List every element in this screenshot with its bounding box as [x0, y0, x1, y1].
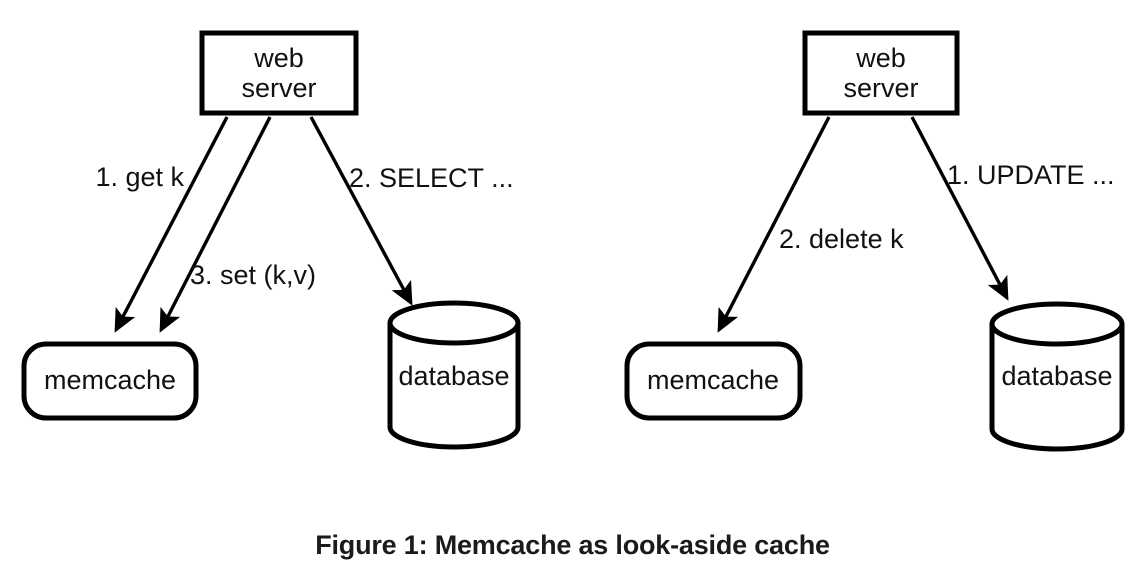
- edge-set-kv: 3. set (k,v): [159, 116, 316, 333]
- web-server-box[interactable]: [802, 30, 960, 116]
- node-web-server-left[interactable]: web server: [199, 30, 359, 116]
- figure-caption: Figure 1: Memcache as look-aside cache: [315, 530, 830, 560]
- edge-delete-k-line: [717, 116, 831, 333]
- database-cylinder-body[interactable]: [989, 321, 1125, 452]
- web-server-box[interactable]: [199, 30, 359, 116]
- panel-cache-read-path: web server memcache database 1. get k: [21, 30, 521, 450]
- memcache-box[interactable]: [624, 341, 803, 421]
- node-database-left[interactable]: database: [387, 300, 521, 450]
- database-label: database: [398, 361, 509, 391]
- edge-delete-k: 2. delete k: [717, 116, 904, 333]
- edge-update-label: 1. UPDATE ...: [947, 160, 1115, 190]
- edge-select: 2. SELECT ...: [309, 116, 514, 306]
- edge-set-kv-line: [159, 116, 272, 333]
- database-cylinder-top[interactable]: [387, 300, 521, 346]
- edge-get-k-label: 1. get k: [95, 162, 184, 192]
- panel-cache-invalidate-path: web server memcache database 2. delete k: [624, 30, 1125, 452]
- web-server-label-line2: server: [843, 73, 918, 103]
- node-memcache-left[interactable]: memcache: [21, 341, 199, 421]
- edge-select-label: 2. SELECT ...: [349, 163, 514, 193]
- edge-update-line: [910, 116, 1009, 301]
- web-server-label-line1: web: [253, 43, 304, 73]
- edge-set-kv-label: 3. set (k,v): [190, 260, 316, 290]
- edge-delete-k-label: 2. delete k: [779, 224, 904, 254]
- edge-select-line: [309, 116, 413, 306]
- web-server-label-line2: server: [241, 73, 316, 103]
- node-web-server-right[interactable]: web server: [802, 30, 960, 116]
- memcache-label: memcache: [647, 365, 779, 395]
- database-cylinder-body[interactable]: [387, 320, 521, 450]
- node-memcache-right[interactable]: memcache: [624, 341, 803, 421]
- database-cylinder-top[interactable]: [989, 301, 1125, 347]
- edge-get-k: 1. get k: [95, 116, 229, 333]
- database-label: database: [1001, 361, 1112, 391]
- node-database-right[interactable]: database: [989, 301, 1125, 452]
- memcache-label: memcache: [44, 365, 176, 395]
- edge-update: 1. UPDATE ...: [910, 116, 1115, 301]
- edge-get-k-line: [114, 116, 229, 333]
- web-server-label-line1: web: [855, 43, 906, 73]
- memcache-box[interactable]: [21, 341, 199, 421]
